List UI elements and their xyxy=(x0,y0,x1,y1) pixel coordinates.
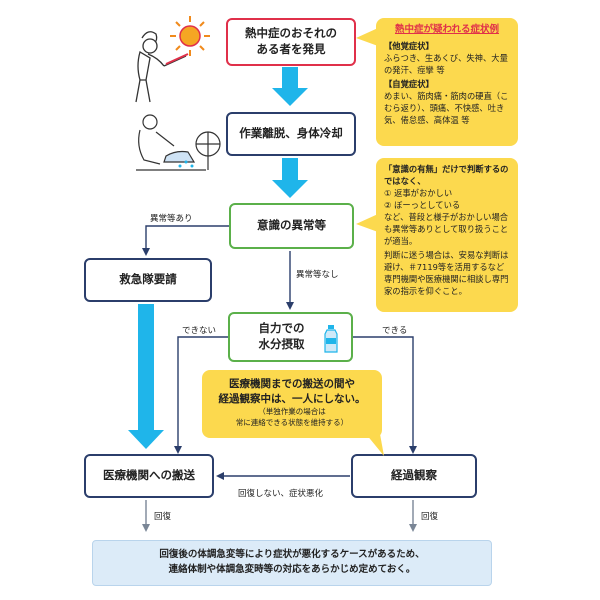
transport-label: 医療機関への搬送 xyxy=(103,468,195,483)
footer-line-2: 連絡体制や体調急変時等の対応をあらかじめ定めておく。 xyxy=(168,564,416,576)
footer-note: 回復後の体調急変等により症状が悪化するケースがあるため、 連絡体制や体調急変時等… xyxy=(92,540,492,586)
consciousness-label: 意識の異常等 xyxy=(257,218,326,233)
discover-node: 熱中症のおそれの ある者を発見 xyxy=(226,18,356,66)
water-bottle-icon xyxy=(324,325,338,353)
judgement-item-2: ② ぼーっとしている xyxy=(384,200,461,211)
symptoms-self-head: 【自覚症状】 xyxy=(384,78,434,89)
self-hydration-line-2: 水分摂取 xyxy=(258,337,305,351)
ambulance-node: 救急隊要請 xyxy=(84,258,212,302)
not-alone-sub-2: 常に連絡できる状態を維持する） xyxy=(235,418,349,428)
symptoms-other-body: ふらつき、生あくび、失神、大量の発汗、痙攣 等 xyxy=(384,52,508,75)
self-hydration-node: 自力での 水分摂取 xyxy=(228,312,353,362)
not-alone-line-2: 経過観察中は、一人にしない。 xyxy=(218,393,366,406)
transport-node: 医療機関への搬送 xyxy=(84,454,214,498)
not-alone-sub-1: （単独作業の場合は xyxy=(258,407,326,417)
symptoms-self-body: めまい、筋肉痛・筋肉の硬直（こむら返り）、頭痛、不快感、吐き気、倦怠感、高体温 … xyxy=(384,90,509,125)
worker-resting-with-fan-icon xyxy=(136,114,221,171)
footer-line-1: 回復後の体調急変等により症状が悪化するケースがあるため、 xyxy=(159,549,425,560)
cyan-arrow-3 xyxy=(128,304,164,449)
not-alone-note-pointer xyxy=(366,434,384,456)
judgement-note-pointer xyxy=(356,214,378,232)
edge-can xyxy=(353,336,417,454)
self-hydration-line-1: 自力での xyxy=(258,321,305,336)
judgement-note: 「意識の有無」だけで判断するのではなく、 ① 返事がおかしい ② ぼーっとしてい… xyxy=(376,158,518,312)
consciousness-node: 意識の異常等 xyxy=(229,203,354,249)
judgement-lead: 「意識の有無」だけで判断するのではなく、 xyxy=(384,164,509,187)
observe-node: 経過観察 xyxy=(351,454,477,498)
label-can: できる xyxy=(382,326,408,336)
label-cannot: できない xyxy=(182,326,217,336)
symptoms-note: 熱中症が疑われる症状例 【他覚症状】 ふらつき、生あくび、失神、大量の発汗、痙攣… xyxy=(376,18,518,146)
discover-line-1: 熱中症のおそれの xyxy=(245,26,337,41)
label-recovered-left: 回復 xyxy=(154,512,172,522)
remove-cool-label: 作業離脱、身体冷却 xyxy=(239,126,343,141)
not-alone-line-1: 医療機関までの搬送の間や xyxy=(229,378,355,390)
label-abnormal-no: 異常等なし xyxy=(296,270,339,280)
ambulance-label: 救急隊要請 xyxy=(119,272,177,287)
symptoms-other-head: 【他覚症状】 xyxy=(384,40,434,51)
observe-label: 経過観察 xyxy=(391,468,437,483)
worker-in-sun-icon xyxy=(135,16,210,103)
symptoms-title: 熱中症が疑われる症状例 xyxy=(394,24,500,35)
symptoms-note-pointer xyxy=(356,28,378,46)
label-recovered-right: 回復 xyxy=(421,512,439,522)
edge-abnormal-yes xyxy=(142,225,229,256)
edge-cannot xyxy=(174,336,228,454)
judgement-item-3: など、普段と様子がおかしい場合も異常等ありとして取り扱うことが適当。 xyxy=(384,212,509,247)
not-alone-note: 医療機関までの搬送の間や 経過観察中は、一人にしない。 （単独作業の場合は 常に… xyxy=(202,370,382,438)
discover-line-2: ある者を発見 xyxy=(256,42,326,56)
cyan-arrow-2 xyxy=(272,158,308,198)
judgement-item-4: 判断に迷う場合は、安易な判断は避け、＃7119等を活用するなど専門機関や医療機関… xyxy=(384,250,509,297)
judgement-item-1: ① 返事がおかしい xyxy=(384,188,453,199)
cyan-arrow-1 xyxy=(272,67,308,106)
label-abnormal-yes: 異常等あり xyxy=(150,214,193,224)
remove-cool-node: 作業離脱、身体冷却 xyxy=(226,112,356,156)
label-not-recovered: 回復しない、症状悪化 xyxy=(238,489,324,499)
